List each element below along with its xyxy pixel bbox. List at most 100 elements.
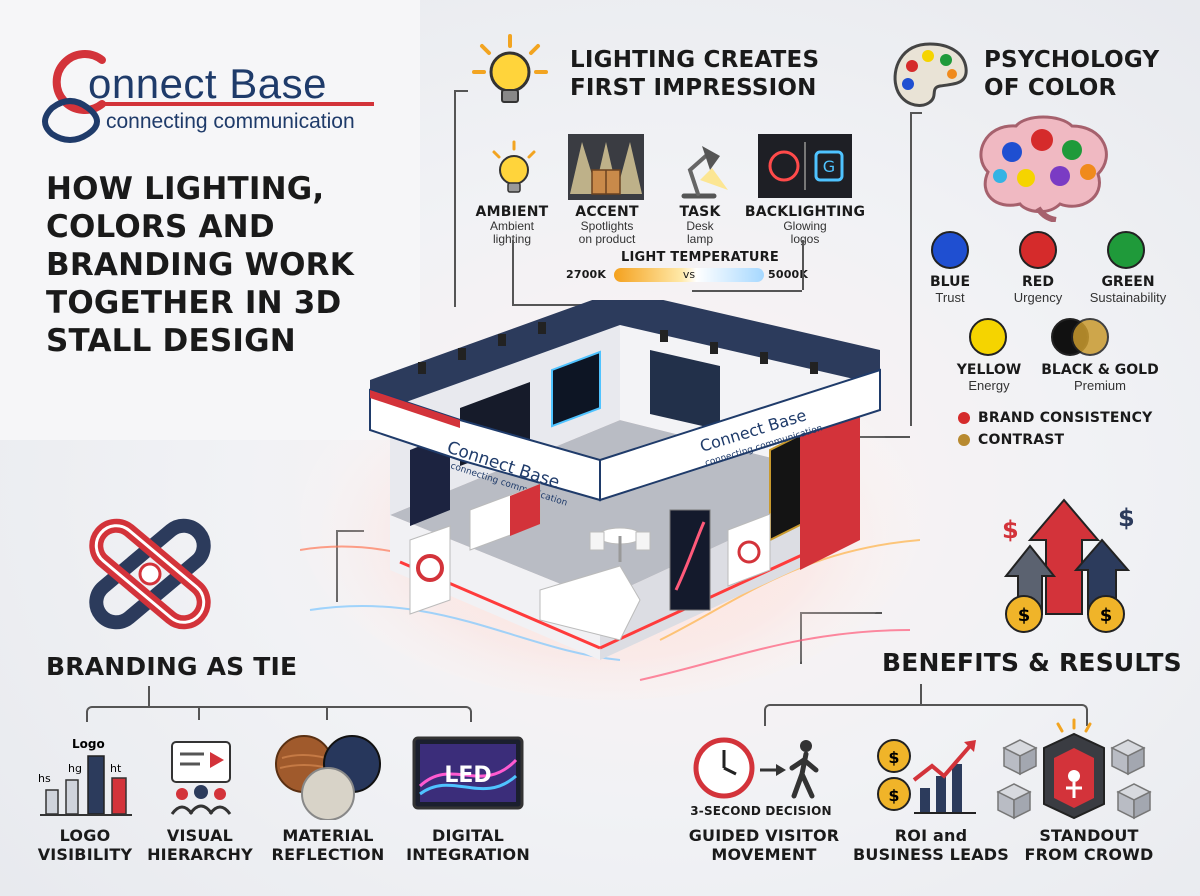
presentation-icon <box>170 741 232 815</box>
interlinked-chain-logo-icon <box>89 518 211 630</box>
wall-screen <box>410 434 450 526</box>
connector-line <box>764 704 1088 726</box>
ceiling-spotlights <box>418 322 818 374</box>
contrast-dot <box>958 434 970 446</box>
color-meaning: Urgency <box>1013 290 1063 305</box>
color-name: BLACK & GOLD <box>1041 362 1159 378</box>
led-screen-icon: LED <box>412 736 524 810</box>
connector-line <box>454 90 468 307</box>
lighting-type-name: TASK <box>679 204 721 220</box>
kiosk <box>409 525 451 615</box>
connector-line <box>326 706 328 720</box>
color-meaning: Energy <box>968 378 1010 393</box>
lighting-type-name: BACKLIGHTING <box>744 204 866 220</box>
ceiling-frame <box>370 300 880 415</box>
lighting-type-desc: lighting <box>492 232 532 246</box>
lighting-title-line2: FIRST IMPRESSION <box>570 75 817 101</box>
three-second-decision-label: 3-SECOND DECISION <box>690 804 832 818</box>
yellow-swatch <box>969 318 1007 356</box>
stall-floor <box>390 420 860 600</box>
cool-temperature-label: 5000K <box>768 268 809 281</box>
chair <box>635 531 651 551</box>
chart-label-ht: ht <box>110 762 122 775</box>
desk-lamp-icon <box>681 146 728 199</box>
color-name: YELLOW <box>956 362 1022 378</box>
color-swatches-row1 <box>931 231 1145 269</box>
svg-text:$: $ <box>1100 605 1113 626</box>
branding-item-line1: VISUAL <box>166 826 234 845</box>
color-title-line1: PSYCHOLOGY <box>984 47 1160 73</box>
brand-consistency-label: BRAND CONSISTENCY <box>978 410 1153 426</box>
exhibition-stall-illustration: Connect Base connecting communication Co… <box>300 300 920 700</box>
brand-consistency-dot <box>958 412 970 424</box>
light-temperature-gradient-bar <box>614 268 764 282</box>
branding-item-line2: INTEGRATION <box>406 845 530 864</box>
svg-text:$: $ <box>888 748 899 767</box>
color-name: RED <box>1022 274 1054 290</box>
connector-line <box>802 240 804 290</box>
temperature-vs-label: vs <box>682 268 696 281</box>
reception-desk <box>539 565 641 641</box>
contrast-label: CONTRAST <box>978 432 1065 448</box>
light-temperature-label: LIGHT TEMPERATURE <box>621 250 779 265</box>
connector-line <box>86 706 472 722</box>
branding-item-line2: HIERARCHY <box>147 845 253 864</box>
lighting-type-name: ACCENT <box>575 204 639 220</box>
green-swatch <box>1107 231 1145 269</box>
paint-palette-icon <box>893 42 968 107</box>
chart-label-logo: Logo <box>72 737 105 751</box>
chart-label-hg: hg <box>68 762 82 775</box>
connect-base-logo-mark <box>42 50 106 143</box>
standout-cube-icon <box>996 718 1152 820</box>
red-swatch <box>1019 231 1057 269</box>
chart-label-hs: hs <box>38 772 51 785</box>
branding-item-line1: DIGITAL <box>432 826 504 845</box>
lighting-type-desc: Glowing <box>783 219 827 233</box>
lighting-type-desc: Ambient <box>489 219 535 233</box>
color-title-line2: OF COLOR <box>984 75 1117 101</box>
colorful-brain-icon <box>979 115 1108 222</box>
blue-swatch <box>931 231 969 269</box>
svg-text:$: $ <box>1002 516 1019 544</box>
benefit-item-line1: STANDOUT <box>1039 826 1139 845</box>
bulb-icon <box>492 140 536 193</box>
connector-line <box>692 290 802 292</box>
color-meaning: Premium <box>1073 378 1126 393</box>
logo-underline <box>100 102 374 106</box>
roi-growth-icon: $ $ <box>877 739 976 814</box>
main-title: HOW LIGHTING, COLORS AND BRANDING WORK T… <box>46 171 354 359</box>
bar-chart-icon: Logo hs hg ht <box>38 737 132 816</box>
lighting-type-desc: Spotlights <box>580 219 634 233</box>
lighting-type-desc: lamp <box>686 232 713 246</box>
color-swatches-row2 <box>969 318 1109 356</box>
spotlight-box-icon <box>568 134 644 200</box>
wall-screen <box>650 350 720 430</box>
logo-tagline: connecting communication <box>106 110 355 133</box>
lighting-type-desc: on product <box>578 232 636 246</box>
color-meaning: Sustainability <box>1089 290 1167 305</box>
light-bulb-icon <box>472 34 548 103</box>
growth-arrows-coins-icon: $ $ $ $ <box>1002 498 1135 633</box>
branding-title: BRANDING AS TIE <box>46 652 298 681</box>
benefit-item-line1: GUIDED VISITOR <box>688 826 840 845</box>
fascia-sign-right <box>599 368 881 502</box>
logo-wordmark: onnect Base <box>88 60 328 107</box>
benefit-item-line2: FROM CROWD <box>1024 845 1154 864</box>
connector-line <box>920 684 922 704</box>
lighting-type-desc: logos <box>790 232 820 246</box>
svg-text:G: G <box>823 157 835 176</box>
gold-swatch <box>1071 318 1109 356</box>
branding-item-line2: REFLECTION <box>271 845 385 864</box>
clock-walker-icon <box>693 737 819 799</box>
connector-line <box>148 686 150 706</box>
lighting-type-desc: Desk <box>686 219 714 233</box>
material-swatch-icon <box>275 735 381 820</box>
connector-line <box>198 706 200 720</box>
info-counter <box>727 513 771 587</box>
svg-text:$: $ <box>1018 605 1031 626</box>
led-screen-text: LED <box>444 763 491 788</box>
svg-text:$: $ <box>888 786 899 805</box>
color-name: GREEN <box>1101 274 1155 290</box>
svg-text:$: $ <box>1118 504 1135 532</box>
color-name: BLUE <box>929 274 971 290</box>
